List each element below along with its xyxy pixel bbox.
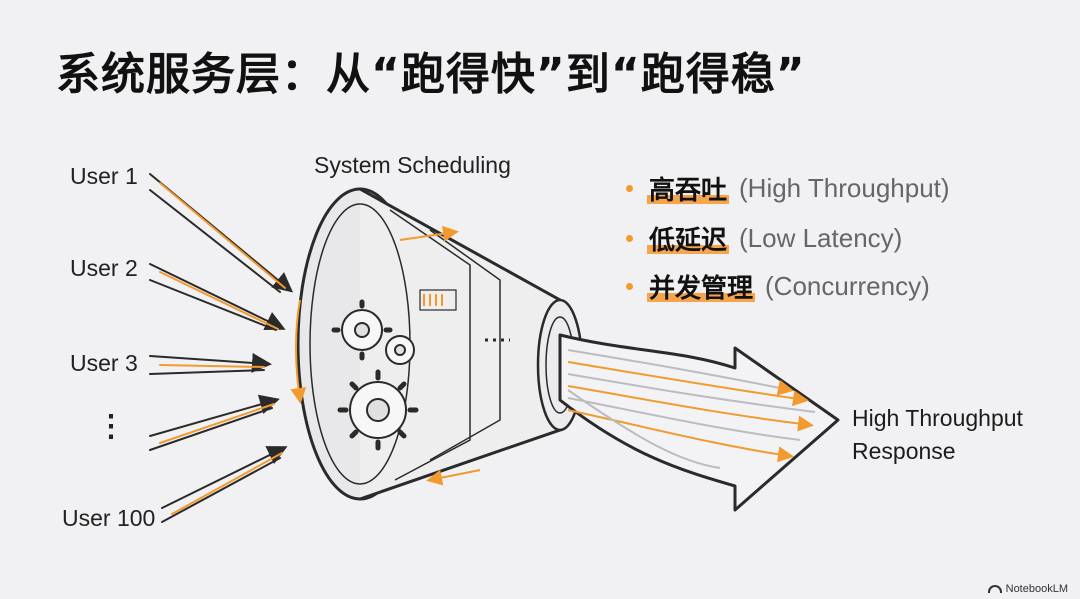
user-label-1: User 1: [70, 163, 138, 189]
feature-zh: 并发管理: [647, 268, 756, 305]
scheduler-label: System Scheduling: [314, 152, 511, 178]
brand-watermark: NotebookLM: [987, 583, 1068, 595]
notebooklm-logo-icon: [987, 585, 1002, 593]
feature-concurrency: 并发管理 (Concurrency): [626, 268, 930, 305]
user-label-2: User 2: [70, 255, 138, 281]
feature-zh: 高吞吐: [647, 170, 730, 207]
arrow-user-3: [149, 352, 272, 375]
arrow-user-1: [149, 173, 294, 293]
feature-zh: 低延迟: [647, 220, 730, 257]
bullet-icon: [626, 235, 633, 242]
arrow-user-2: [149, 263, 286, 331]
user-label-100: User 100: [62, 505, 156, 531]
page-title: 系统服务层：从“跑得快”到“跑得稳”: [56, 49, 806, 100]
response-line-1: High Throughput: [852, 405, 1023, 431]
bullet-icon: [626, 283, 633, 290]
feature-en: (High Throughput): [739, 173, 950, 203]
funnel-cone: [290, 187, 562, 501]
feature-en: (Low Latency): [739, 223, 903, 253]
feature-low-latency: 低延迟 (Low Latency): [626, 220, 902, 257]
response-line-2: Response: [852, 438, 956, 464]
feature-en: (Concurrency): [765, 271, 930, 301]
arrow-user-100: [161, 446, 288, 523]
gear-icon: [331, 299, 419, 451]
feature-high-throughput: 高吞吐 (High Throughput): [626, 170, 950, 207]
bullet-icon: [626, 185, 633, 192]
brand-name: NotebookLM: [1005, 583, 1068, 595]
input-arrows: [149, 173, 294, 523]
output-arrow: [558, 333, 840, 512]
user-label-3: User 3: [70, 350, 138, 376]
response-label: High Throughput Response: [852, 402, 1023, 468]
arrow-user-ellipsis: [149, 394, 280, 451]
